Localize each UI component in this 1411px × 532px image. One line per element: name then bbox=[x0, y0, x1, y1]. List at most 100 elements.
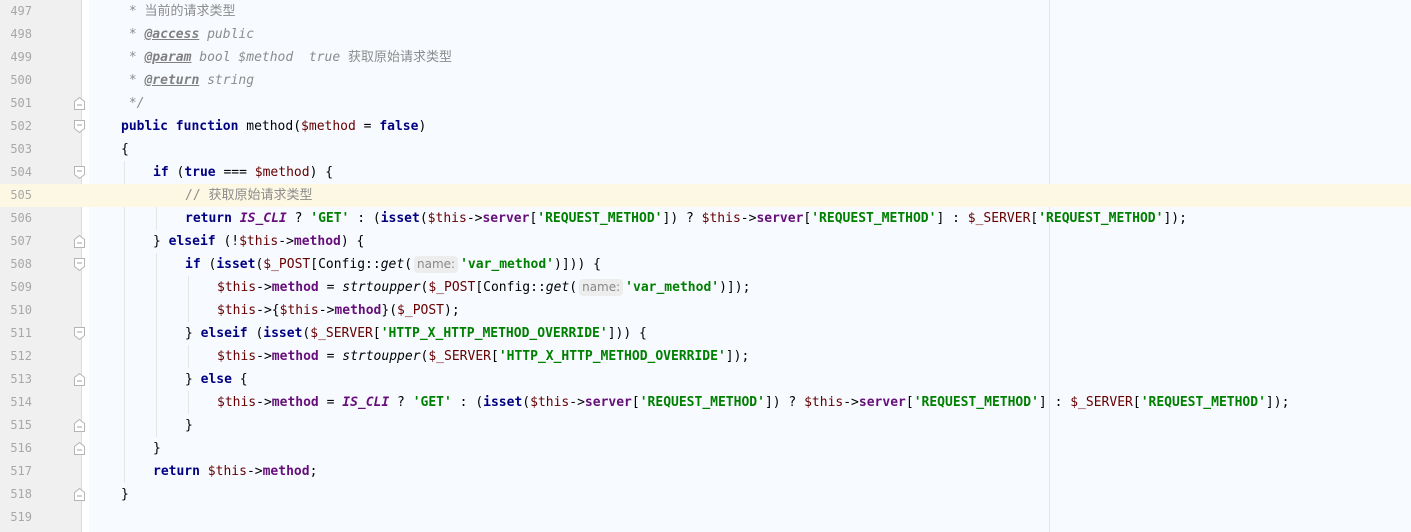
keyword: else bbox=[200, 372, 232, 387]
indent-guide bbox=[188, 276, 189, 322]
fold-gutter bbox=[82, 0, 89, 532]
line-comment: // 获取原始请求类型 bbox=[185, 188, 313, 203]
keyword: elseif bbox=[200, 326, 248, 341]
punct: } bbox=[153, 441, 161, 456]
doc-star: * bbox=[121, 50, 145, 65]
class-ref: [Config:: bbox=[475, 280, 546, 295]
property: method bbox=[293, 234, 341, 249]
punct: ) { bbox=[340, 234, 365, 249]
line-number: 516 bbox=[10, 441, 32, 455]
punct: ]); bbox=[725, 349, 750, 364]
property: method bbox=[334, 303, 382, 318]
string: 'GET' bbox=[310, 211, 350, 226]
punct: ])) { bbox=[607, 326, 647, 341]
variable: $this bbox=[279, 303, 319, 318]
fold-start-icon[interactable] bbox=[74, 327, 85, 340]
code-line[interactable]: 501 */ bbox=[0, 92, 1411, 115]
operator: === bbox=[215, 165, 255, 180]
variable: $_SERVER bbox=[310, 326, 373, 341]
property: method bbox=[271, 395, 319, 410]
code-line[interactable]: 498 * @access public bbox=[0, 23, 1411, 46]
code-line[interactable]: 500 * @return string bbox=[0, 69, 1411, 92]
string: 'HTTP_X_HTTP_METHOD_OVERRIDE' bbox=[380, 326, 608, 341]
fold-end-icon[interactable] bbox=[74, 419, 85, 432]
code-line[interactable]: 502 public function method($method = fal… bbox=[0, 115, 1411, 138]
string: 'REQUEST_METHOD' bbox=[1038, 211, 1164, 226]
property: server bbox=[756, 211, 804, 226]
property: method bbox=[271, 349, 319, 364]
line-number: 519 bbox=[10, 510, 32, 524]
line-number: 506 bbox=[10, 211, 32, 225]
fold-end-icon[interactable] bbox=[74, 97, 85, 110]
variable: $_SERVER bbox=[967, 211, 1031, 226]
code-line[interactable]: 512 $this->method = strtoupper($_SERVER[… bbox=[0, 345, 1411, 368]
doc-text: public bbox=[199, 27, 255, 42]
code-line[interactable]: 517 return $this->method; bbox=[0, 460, 1411, 483]
code-line[interactable]: 519 bbox=[0, 506, 1411, 529]
code-line[interactable]: 508 if (isset($_POST[Config::get(name:'v… bbox=[0, 253, 1411, 276]
fold-start-icon[interactable] bbox=[74, 258, 85, 271]
doc-tag: @access bbox=[144, 27, 200, 42]
code-line[interactable]: 515 } bbox=[0, 414, 1411, 437]
right-margin-guide bbox=[1049, 0, 1050, 532]
fold-end-icon[interactable] bbox=[74, 488, 85, 501]
keyword: isset bbox=[380, 211, 420, 226]
doc-star: * bbox=[121, 27, 145, 42]
punct: ( bbox=[168, 165, 185, 180]
doc-end: */ bbox=[121, 96, 145, 111]
variable: $_SERVER bbox=[1070, 395, 1133, 410]
line-number: 499 bbox=[10, 50, 32, 64]
keyword: function bbox=[175, 119, 239, 134]
fold-end-icon[interactable] bbox=[74, 235, 85, 248]
code-line[interactable]: 518 } bbox=[0, 483, 1411, 506]
variable: $this bbox=[207, 464, 247, 479]
line-number: 511 bbox=[10, 326, 32, 340]
property: server bbox=[584, 395, 632, 410]
doc-text: 当前的请求类型 bbox=[144, 4, 236, 19]
line-number: 509 bbox=[10, 280, 32, 294]
code-line[interactable]: 510 $this->{$this->method}($_POST); bbox=[0, 299, 1411, 322]
variable: $this bbox=[530, 395, 570, 410]
variable: $this bbox=[804, 395, 844, 410]
doc-text: 获取原始请求类型 bbox=[348, 50, 453, 65]
code-line[interactable]: 506 return IS_CLI ? 'GET' : (isset($this… bbox=[0, 207, 1411, 230]
string: 'HTTP_X_HTTP_METHOD_OVERRIDE' bbox=[498, 349, 726, 364]
punct: } bbox=[185, 372, 201, 387]
indent-guide bbox=[156, 184, 157, 230]
code-line[interactable]: 513 } else { bbox=[0, 368, 1411, 391]
code-line[interactable]: 507 } elseif (!$this->method) { bbox=[0, 230, 1411, 253]
punct: ) { bbox=[309, 165, 334, 180]
method-call: get bbox=[380, 257, 405, 272]
fold-start-icon[interactable] bbox=[74, 120, 85, 133]
code-line[interactable]: 509 $this->method = strtoupper($_POST[Co… bbox=[0, 276, 1411, 299]
line-number: 504 bbox=[10, 165, 32, 179]
string: 'REQUEST_METHOD' bbox=[811, 211, 937, 226]
code-line[interactable]: 499 * @param bool $method true 获取原始请求类型 bbox=[0, 46, 1411, 69]
fold-start-icon[interactable] bbox=[74, 166, 85, 179]
punct: } bbox=[185, 326, 201, 341]
punct: )])) { bbox=[554, 257, 601, 272]
variable: $this bbox=[427, 211, 467, 226]
code-line-current[interactable]: 505 // 获取原始请求类型 bbox=[0, 184, 1411, 207]
code-line[interactable]: 503 { bbox=[0, 138, 1411, 161]
fold-end-icon[interactable] bbox=[74, 373, 85, 386]
line-number: 510 bbox=[10, 303, 32, 317]
code-line[interactable]: 511 } elseif (isset($_SERVER['HTTP_X_HTT… bbox=[0, 322, 1411, 345]
line-number: 503 bbox=[10, 142, 32, 156]
variable: $_POST bbox=[428, 280, 476, 295]
indent-guide bbox=[156, 253, 157, 437]
string: 'REQUEST_METHOD' bbox=[639, 395, 765, 410]
operator: : ( bbox=[349, 211, 381, 226]
code-line[interactable]: 516 } bbox=[0, 437, 1411, 460]
variable: $this bbox=[239, 234, 279, 249]
doc-star: * bbox=[121, 4, 145, 19]
code-line[interactable]: 497 * 当前的请求类型 bbox=[0, 0, 1411, 23]
keyword: return bbox=[153, 464, 200, 479]
code-line[interactable]: 504 if (true === $method) { bbox=[0, 161, 1411, 184]
doc-text: bool $method true bbox=[191, 50, 348, 65]
code-line[interactable]: 514 $this->method = IS_CLI ? 'GET' : (is… bbox=[0, 391, 1411, 414]
parameter-hint: name: bbox=[414, 256, 459, 273]
variable: $this bbox=[217, 303, 257, 318]
property: server bbox=[482, 211, 530, 226]
fold-end-icon[interactable] bbox=[74, 442, 85, 455]
